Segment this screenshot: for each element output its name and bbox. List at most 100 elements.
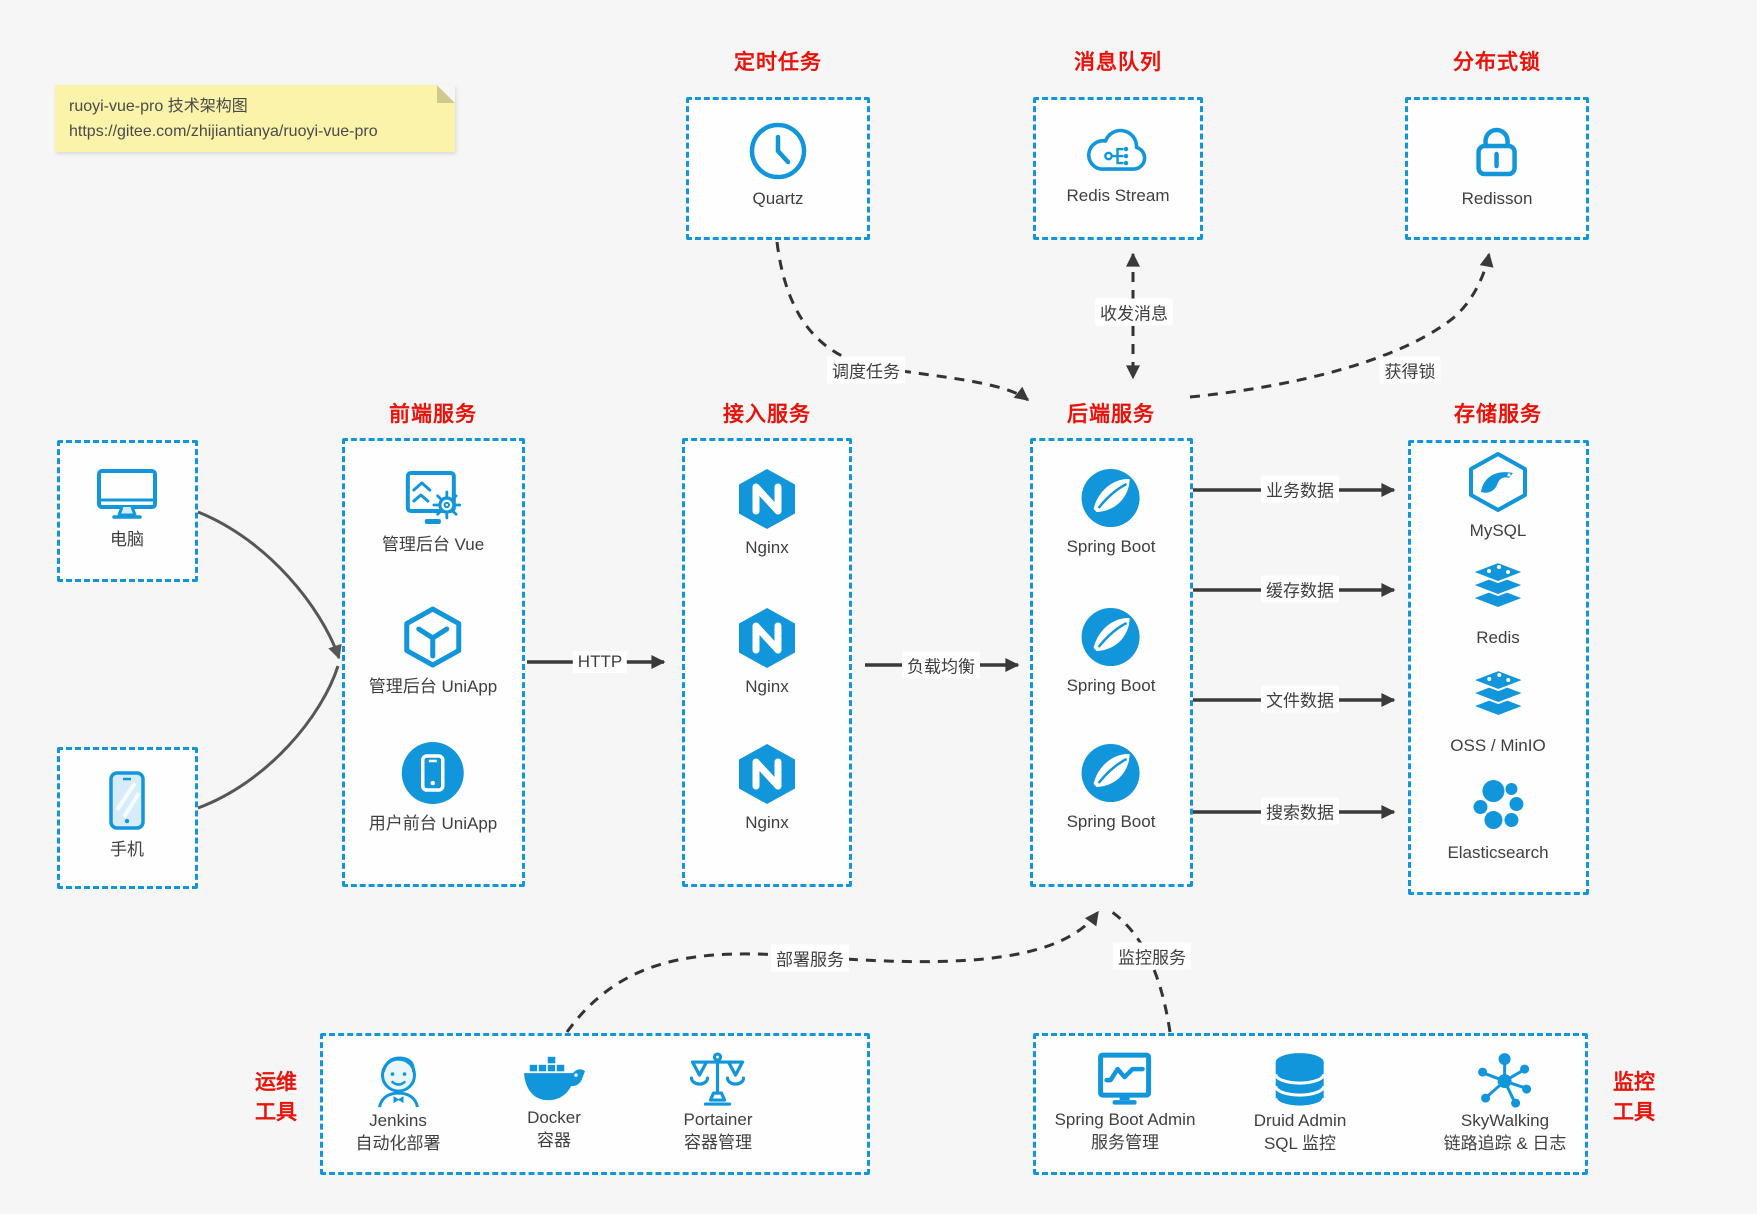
edge-label-file-data: 文件数据 <box>1261 685 1339 713</box>
node-label: 手机 <box>110 840 144 860</box>
node-label: Redisson <box>1461 189 1533 209</box>
node-pc-client: 电脑 <box>94 466 160 552</box>
title-gateway-services: 接入服务 <box>723 403 811 426</box>
edge-label-cache-data: 缓存数据 <box>1261 575 1339 603</box>
ops-title-line1: 运维 <box>255 1071 297 1094</box>
node-docker: Docker 容器 <box>520 1053 588 1153</box>
user-app-icon <box>401 742 464 805</box>
node-spring-boot-admin: Spring Boot Admin 服务管理 <box>1054 1051 1196 1155</box>
node-label: MySQL <box>1469 521 1527 541</box>
node-desc: 容器 <box>537 1131 571 1150</box>
node-user-uniapp: 用户前台 UniApp <box>369 740 497 836</box>
title-distributed-lock: 分布式锁 <box>1453 51 1541 74</box>
node-mobile-client: 手机 <box>105 770 149 862</box>
arrow-monitor-service <box>1111 910 1172 1033</box>
node-jenkins: Jenkins 自动化部署 <box>356 1050 441 1156</box>
node-redisson: Redisson <box>1461 121 1533 211</box>
node-label: Redis Stream <box>1066 186 1170 206</box>
node-label: 管理后台 Vue <box>381 535 485 555</box>
nginx-icon <box>739 608 795 669</box>
node-label: Spring Boot <box>1066 812 1156 832</box>
edge-label-http: HTTP <box>572 651 628 673</box>
clock-icon <box>749 122 807 180</box>
arrow-deploy-service <box>565 910 1100 1033</box>
node-nginx-1: Nginx <box>736 466 798 560</box>
arrow-pc-to-frontend <box>197 510 342 660</box>
node-label: Docker <box>527 1108 581 1128</box>
title-backend-services: 后端服务 <box>1067 403 1155 426</box>
node-redis-stream: Redis Stream <box>1066 124 1170 208</box>
phone-icon <box>109 771 145 830</box>
monitor-title-line1: 监控 <box>1613 1071 1655 1094</box>
jenkins-icon <box>377 1056 419 1108</box>
title-storage-services: 存储服务 <box>1454 403 1542 426</box>
uniapp-cube-icon <box>404 606 462 668</box>
admin-vue-icon <box>406 471 462 525</box>
spring-boot-icon <box>1082 608 1140 667</box>
node-spring-boot-3: Spring Boot <box>1066 742 1156 834</box>
node-label: Redis <box>1476 628 1520 648</box>
edge-label-load-balance: 负载均衡 <box>902 651 980 679</box>
edge-label-business-data: 业务数据 <box>1261 475 1339 503</box>
node-desc: SQL 监控 <box>1263 1134 1337 1153</box>
spring-boot-icon <box>1082 469 1140 528</box>
title-scheduled-task: 定时任务 <box>734 51 822 74</box>
node-label: 管理后台 UniApp <box>368 677 498 697</box>
node-skywalking: SkyWalking 链路追踪 & 日志 <box>1443 1050 1567 1156</box>
sticky-note: ruoyi-vue-pro 技术架构图 https://gitee.com/zh… <box>55 85 455 152</box>
node-redis: Redis <box>1467 560 1529 650</box>
edge-label-schedule: 调度任务 <box>827 356 905 384</box>
node-label: Jenkins <box>369 1111 427 1131</box>
node-spring-boot-2: Spring Boot <box>1067 606 1155 698</box>
node-label: Nginx <box>745 677 789 697</box>
node-mysql: MySQL <box>1466 451 1530 543</box>
spring-boot-icon <box>1082 744 1140 803</box>
node-oss-minio: OSS / MinIO <box>1450 668 1546 758</box>
node-label: Quartz <box>752 189 804 209</box>
node-elasticsearch: Elasticsearch <box>1447 777 1549 865</box>
node-desc: 链路追踪 & 日志 <box>1443 1134 1567 1153</box>
arrow-acquire-lock <box>1189 252 1494 399</box>
node-nginx-3: Nginx <box>736 741 798 835</box>
redis-stream-cloud-icon <box>1087 128 1147 171</box>
node-label: Portainer <box>683 1110 753 1130</box>
node-admin-vue: 管理后台 Vue <box>382 469 484 557</box>
spring-boot-admin-icon <box>1098 1052 1152 1105</box>
node-nginx-2: Nginx <box>736 605 798 699</box>
lock-icon <box>1476 127 1518 177</box>
monitor-title-line2: 工具 <box>1613 1101 1655 1125</box>
edge-label-deploy: 部署服务 <box>771 944 849 972</box>
druid-icon <box>1274 1053 1326 1109</box>
node-label: 电脑 <box>110 530 144 550</box>
node-label: Spring Boot Admin <box>1054 1110 1196 1130</box>
oss-stack-icon <box>1470 669 1525 718</box>
docker-icon <box>524 1055 585 1101</box>
edge-label-monitor: 监控服务 <box>1113 942 1191 970</box>
ops-title-line2: 工具 <box>255 1101 297 1125</box>
sticky-note-fold-corner <box>437 85 455 103</box>
title-message-queue: 消息队列 <box>1074 51 1162 74</box>
node-desc: 服务管理 <box>1091 1133 1159 1152</box>
title-monitor-tools: 监控工具 <box>1598 1068 1670 1129</box>
node-label: Spring Boot <box>1066 537 1156 557</box>
desktop-icon <box>97 469 157 519</box>
node-desc: 自动化部署 <box>355 1134 441 1153</box>
node-portainer: Portainer 容器管理 <box>683 1051 753 1155</box>
node-admin-uniapp: 管理后台 UniApp <box>369 605 497 699</box>
nginx-icon <box>739 469 795 530</box>
node-label: Elasticsearch <box>1447 843 1549 863</box>
edge-label-lock: 获得锁 <box>1379 356 1441 384</box>
node-label: SkyWalking <box>1460 1111 1550 1131</box>
arrow-mobile-to-frontend <box>197 665 340 810</box>
skywalking-icon <box>1478 1053 1532 1108</box>
edge-label-search-data: 搜索数据 <box>1261 797 1339 825</box>
mysql-icon <box>1469 452 1527 513</box>
node-quartz: Quartz <box>748 121 808 211</box>
nginx-icon <box>739 744 795 805</box>
portainer-icon <box>690 1052 746 1106</box>
note-title: ruoyi-vue-pro 技术架构图 <box>69 98 248 115</box>
title-frontend-services: 前端服务 <box>389 403 477 426</box>
node-label: OSS / MinIO <box>1450 736 1546 756</box>
elasticsearch-icon <box>1472 780 1523 830</box>
